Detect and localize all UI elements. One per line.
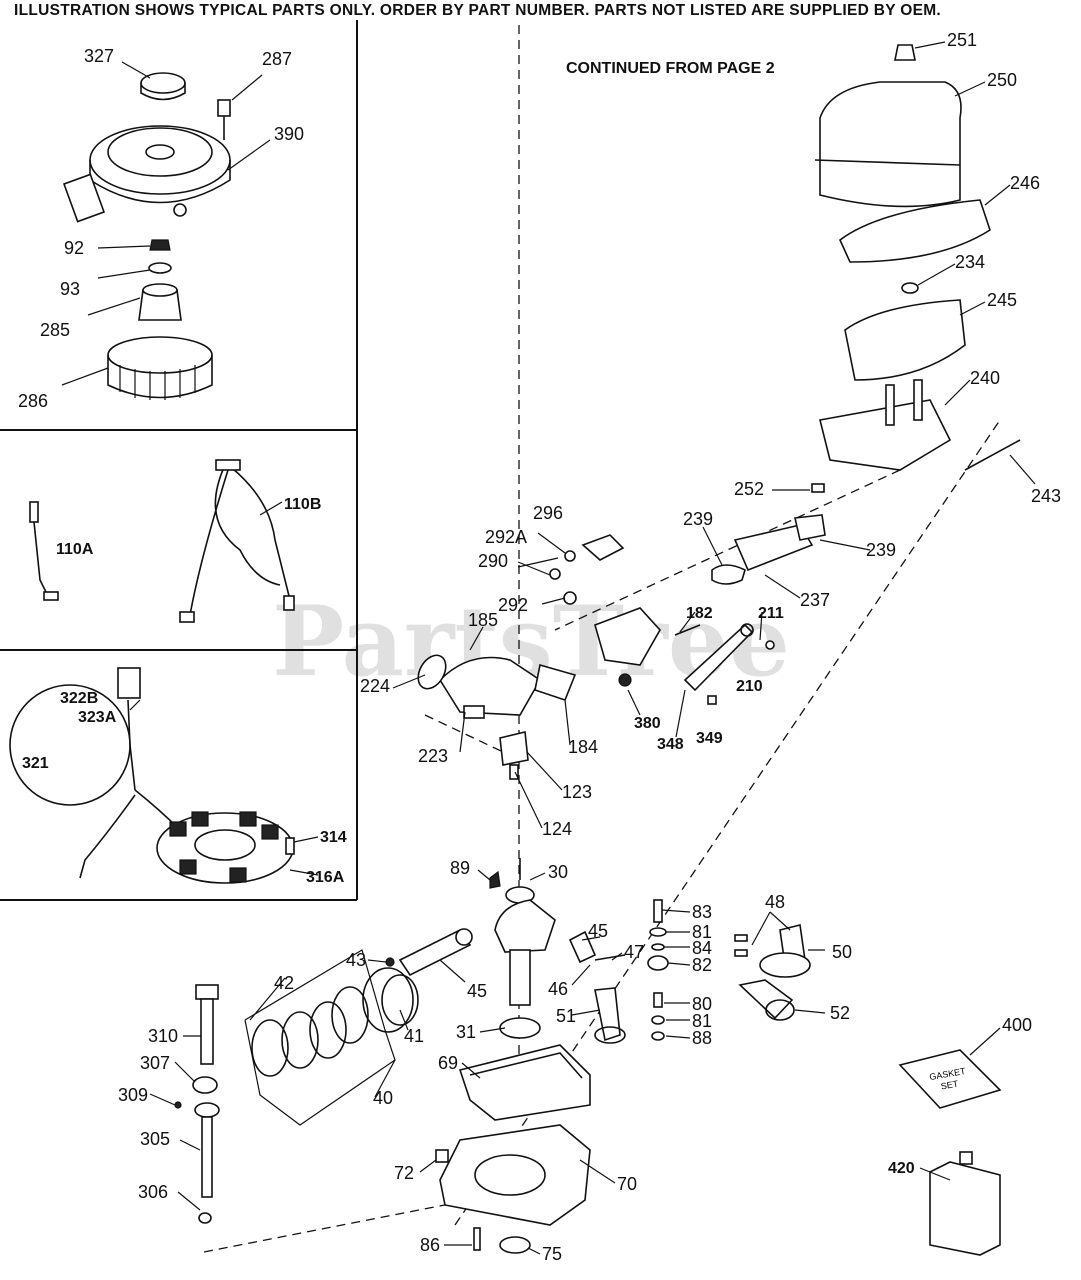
label-323A: 323A (78, 709, 117, 726)
label-239-a: 239 (683, 509, 713, 529)
label-50: 50 (832, 942, 852, 962)
label-285: 285 (40, 320, 70, 340)
label-40: 40 (373, 1088, 393, 1108)
label-305: 305 (140, 1129, 170, 1149)
label-251: 251 (947, 30, 977, 50)
label-316A: 316A (306, 869, 345, 886)
panel-boxes (0, 20, 358, 901)
header-notice: ILLUSTRATION SHOWS TYPICAL PARTS ONLY. O… (14, 2, 942, 19)
label-250: 250 (987, 70, 1017, 90)
callout-leaders (61, 41, 1036, 1255)
label-292: 292 (498, 595, 528, 615)
label-110B: 110B (284, 496, 321, 513)
label-400: 400 (1002, 1015, 1032, 1035)
label-286: 286 (18, 391, 48, 411)
air-cleaner-assembly (811, 44, 1021, 493)
label-185: 185 (468, 610, 498, 630)
label-84: 84 (692, 938, 712, 958)
label-86: 86 (420, 1235, 440, 1255)
label-41: 41 (404, 1026, 424, 1046)
label-80: 80 (692, 994, 712, 1014)
label-42: 42 (274, 973, 294, 993)
label-420: 420 (888, 1160, 915, 1177)
crankcase-assembly (174, 984, 1002, 1256)
label-123: 123 (562, 782, 592, 802)
label-70: 70 (617, 1174, 637, 1194)
label-47: 47 (624, 942, 644, 962)
label-327: 327 (84, 46, 114, 66)
label-243: 243 (1031, 486, 1061, 506)
label-45-b: 45 (467, 981, 487, 1001)
label-46: 46 (548, 979, 568, 999)
label-322B: 322B (60, 690, 98, 707)
label-72: 72 (394, 1163, 414, 1183)
label-30: 30 (548, 862, 568, 882)
label-83: 83 (692, 902, 712, 922)
label-88: 88 (692, 1028, 712, 1048)
label-287: 287 (262, 49, 292, 69)
label-239-b: 239 (866, 540, 896, 560)
label-124: 124 (542, 819, 572, 839)
label-309: 309 (118, 1085, 148, 1105)
continued-note: CONTINUED FROM PAGE 2 (566, 60, 775, 77)
label-31: 31 (456, 1022, 476, 1042)
label-43: 43 (346, 950, 366, 970)
label-223: 223 (418, 746, 448, 766)
label-69: 69 (438, 1053, 458, 1073)
label-52: 52 (830, 1003, 850, 1023)
callout-labels: 327 287 390 92 93 285 286 110A 110B 322B… (18, 30, 1061, 1264)
label-314: 314 (320, 829, 347, 846)
label-292A: 292A (485, 527, 527, 547)
label-89: 89 (450, 858, 470, 878)
label-240: 240 (970, 368, 1000, 388)
label-321: 321 (22, 755, 49, 772)
label-110A: 110A (56, 541, 94, 558)
label-75: 75 (542, 1244, 562, 1264)
label-296: 296 (533, 503, 563, 523)
label-182: 182 (686, 605, 713, 622)
label-310: 310 (148, 1026, 178, 1046)
label-92: 92 (64, 238, 84, 258)
label-237: 237 (800, 590, 830, 610)
label-234: 234 (955, 252, 985, 272)
label-184: 184 (568, 737, 598, 757)
recoil-starter-assembly (62, 72, 231, 400)
label-82: 82 (692, 955, 712, 975)
label-246: 246 (1010, 173, 1040, 193)
label-51: 51 (556, 1006, 576, 1026)
carburetor-intake-assembly (417, 514, 826, 780)
label-81-a: 81 (692, 922, 712, 942)
alternator-assembly (9, 667, 295, 884)
label-210: 210 (736, 678, 763, 695)
label-390: 390 (274, 124, 304, 144)
label-211: 211 (758, 605, 784, 622)
label-93: 93 (60, 279, 80, 299)
gasket-set-label-2: SET (940, 1079, 959, 1092)
label-245: 245 (987, 290, 1017, 310)
label-252: 252 (734, 479, 764, 499)
label-349: 349 (696, 730, 723, 747)
label-306: 306 (138, 1182, 168, 1202)
label-48: 48 (765, 892, 785, 912)
wire-harness-assembly (29, 459, 295, 623)
label-290: 290 (478, 551, 508, 571)
label-307: 307 (140, 1053, 170, 1073)
label-224: 224 (360, 676, 390, 696)
label-81-b: 81 (692, 1011, 712, 1031)
label-380: 380 (634, 715, 661, 732)
label-45-a: 45 (588, 921, 608, 941)
label-348: 348 (657, 736, 684, 753)
